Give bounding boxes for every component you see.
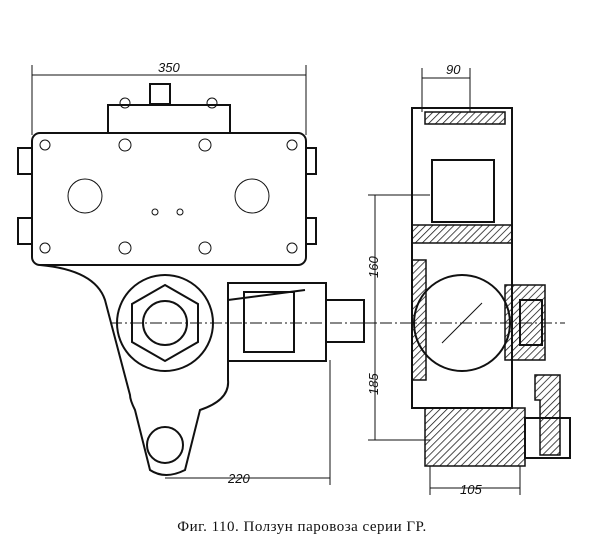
- section-view: 90 160 185 105: [360, 62, 571, 497]
- dim-90: 90: [446, 62, 461, 77]
- front-view: 350 220: [17, 60, 375, 486]
- dim-105: 105: [460, 482, 482, 497]
- dim-350: 350: [158, 60, 180, 75]
- dim-185: 185: [366, 373, 381, 395]
- figure-caption: Фиг. 110. Ползун паровоза серии ГР.: [177, 519, 427, 535]
- dim-220: 220: [227, 471, 250, 486]
- dim-160: 160: [366, 256, 381, 278]
